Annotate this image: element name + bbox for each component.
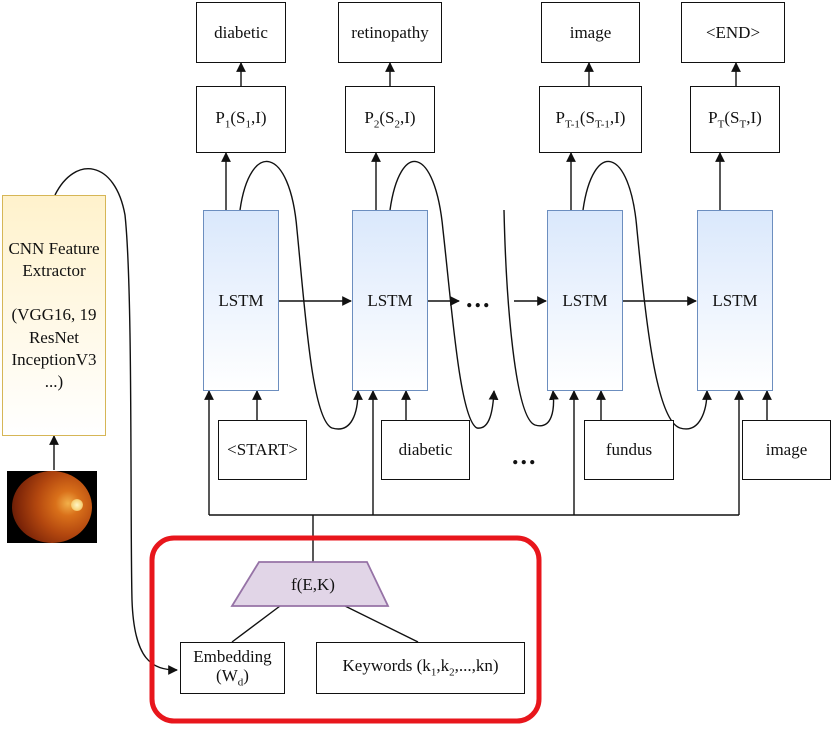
cnn-feature-extractor: CNN Feature Extractor (VGG16, 19 ResNet … — [2, 195, 106, 436]
fusion-shape — [230, 561, 390, 607]
prob-box-4-label: PT(ST,I) — [708, 107, 762, 131]
lstm-cell-4: LSTM — [697, 210, 773, 391]
embedding-line-2: (Wd) — [216, 666, 249, 689]
cnn-line-2: Extractor — [22, 261, 86, 281]
lstm-cell-3: LSTM — [547, 210, 623, 391]
embedding-line-1: Embedding — [193, 646, 272, 666]
output-word-4-label: <END> — [705, 22, 761, 42]
keywords-box: Keywords (k1,k2,...,kn) — [316, 642, 525, 694]
output-word-1-label: diabetic — [214, 22, 268, 42]
edge-fusion-keywords — [344, 605, 419, 643]
feedback-loop-3 — [582, 161, 712, 430]
prob-box-3: PT-1(ST-1,I) — [539, 86, 642, 153]
highlight-frame — [149, 535, 542, 724]
input-word-4: image — [742, 420, 831, 480]
input-word-2: diabetic — [381, 420, 470, 480]
ellipsis-bottom: ... — [512, 441, 538, 470]
prob-box-2: P2(S2,I) — [345, 86, 435, 153]
prob-box-2-label: P2(S2,I) — [364, 107, 416, 131]
prob-box-1: P1(S1,I) — [196, 86, 286, 153]
prob-box-4: PT(ST,I) — [690, 86, 780, 153]
fundus-photo-icon — [7, 471, 97, 543]
prob-box-3-label: PT-1(ST-1,I) — [555, 107, 626, 131]
fusion-label-text: f(E,K) — [291, 575, 335, 594]
feedback-loop-2 — [389, 161, 499, 429]
output-word-3: image — [541, 2, 640, 63]
cnn-line-1: CNN Feature — [8, 239, 100, 259]
lstm-cell-3-label: LSTM — [562, 290, 608, 310]
ellipsis-top: ... — [466, 284, 492, 313]
output-word-2-label: retinopathy — [351, 22, 429, 42]
lstm-cell-2: LSTM — [352, 210, 428, 391]
output-word-1: diabetic — [196, 2, 286, 63]
cnn-line-4: ResNet — [28, 327, 80, 347]
curve-cnn-embedding — [54, 168, 178, 675]
embedding-box: Embedding (Wd) — [180, 642, 285, 694]
feedback-loop-3-in — [503, 209, 559, 427]
output-word-4: <END> — [681, 2, 785, 63]
lstm-cell-2-label: LSTM — [367, 290, 413, 310]
output-word-3-label: image — [569, 22, 612, 42]
input-word-1-label: <START> — [227, 440, 298, 460]
fusion-label: f(E,K) — [259, 569, 367, 601]
prob-box-1-label: P1(S1,I) — [215, 107, 267, 131]
input-word-4-label: image — [765, 440, 808, 460]
input-word-3: fundus — [584, 420, 674, 480]
optic-disc — [71, 499, 83, 511]
cnn-line-6: ...) — [44, 371, 64, 391]
cnn-spacer — [52, 282, 56, 304]
lstm-cell-1-label: LSTM — [218, 290, 264, 310]
cnn-line-3: (VGG16, 19 — [11, 305, 97, 325]
feedback-loop-1 — [239, 160, 363, 430]
input-word-3-label: fundus — [605, 440, 653, 460]
edge-fusion-embedding — [231, 605, 281, 643]
lstm-cell-1: LSTM — [203, 210, 279, 391]
keywords-label: Keywords (k1,k2,...,kn) — [342, 656, 499, 679]
lstm-cell-4-label: LSTM — [712, 290, 758, 310]
input-word-1: <START> — [218, 420, 307, 480]
cnn-line-5: InceptionV3 — [11, 349, 97, 369]
output-word-2: retinopathy — [338, 2, 442, 63]
input-word-2-label: diabetic — [398, 440, 453, 460]
